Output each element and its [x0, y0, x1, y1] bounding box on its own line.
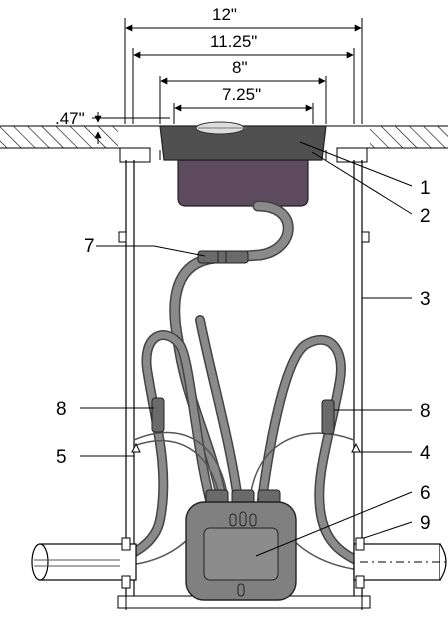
callout-7: 7 [84, 236, 95, 257]
fixture-lid [159, 125, 327, 161]
callout-leaders [80, 141, 413, 557]
junction-box [185, 489, 297, 601]
cable-bundle [113, 200, 365, 571]
callout-4: 4 [420, 443, 431, 464]
dimension-housing-width: 7.25" [222, 85, 261, 104]
dimension-depth: .47" [55, 109, 85, 128]
dimension-overall-width: 12" [212, 5, 237, 24]
callout-9: 9 [420, 513, 431, 534]
splice-connector-right [321, 399, 335, 435]
callout-5: 5 [56, 447, 67, 468]
splice-connector-left [151, 397, 165, 433]
callout-6: 6 [420, 483, 431, 504]
mounting-clips [118, 231, 370, 453]
cable-connector [197, 250, 249, 264]
callout-8-right: 8 [420, 401, 431, 422]
dimension-inner-width: 11.25" [210, 32, 257, 51]
conduit-left [31, 543, 137, 581]
fixture-housing [177, 159, 309, 207]
conduit-right [353, 543, 448, 581]
callout-3: 3 [420, 289, 431, 310]
callout-2: 2 [420, 206, 431, 227]
callout-1: 1 [420, 178, 431, 199]
callout-8-left: 8 [56, 399, 67, 420]
dimension-flange-width: 8" [232, 58, 248, 77]
